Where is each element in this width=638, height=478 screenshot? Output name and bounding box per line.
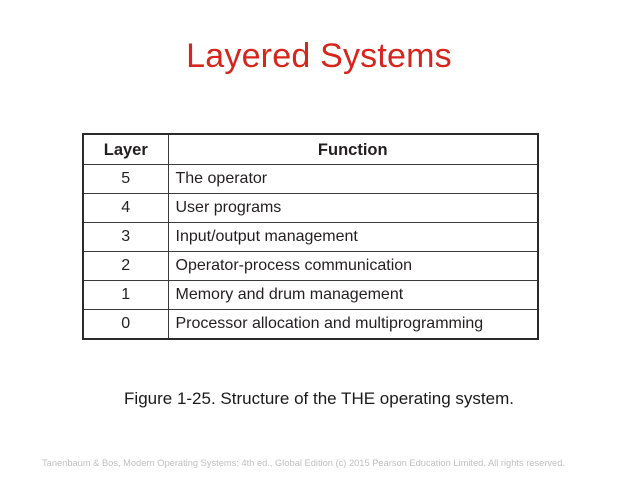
cell-layer: 4: [82, 193, 169, 223]
footer-copyright: Tanenbaum & Bos, Modern Operating System…: [42, 458, 565, 468]
cell-layer: 0: [82, 309, 169, 340]
figure-caption: Figure 1-25. Structure of the THE operat…: [124, 389, 514, 408]
cell-layer: 2: [82, 251, 169, 281]
table-header-row: Layer Function: [82, 133, 539, 165]
cell-layer: 1: [82, 280, 169, 310]
column-header-function: Function: [167, 133, 539, 165]
cell-function: Input/output management: [167, 222, 539, 252]
table-row: 5 The operator: [82, 164, 539, 194]
cell-function: Operator-process communication: [167, 251, 539, 281]
cell-function: User programs: [167, 193, 539, 223]
table-row: 1 Memory and drum management: [82, 280, 539, 310]
cell-function: Processor allocation and multiprogrammin…: [167, 309, 539, 340]
cell-function: The operator: [167, 164, 539, 194]
page-title: Layered Systems: [186, 37, 452, 75]
table-header: Layer Function: [82, 133, 539, 165]
table-row: 0 Processor allocation and multiprogramm…: [82, 309, 539, 340]
cell-function: Memory and drum management: [167, 280, 539, 310]
cell-layer: 5: [82, 164, 169, 194]
cell-layer: 3: [82, 222, 169, 252]
layer-table-container: Layer Function 5 The operator 4 User pro…: [82, 133, 539, 340]
column-header-layer: Layer: [82, 133, 169, 165]
table-row: 2 Operator-process communication: [82, 251, 539, 281]
table-row: 4 User programs: [82, 193, 539, 223]
layer-function-table: Layer Function 5 The operator 4 User pro…: [82, 133, 539, 340]
table-body: 5 The operator 4 User programs 3 Input/o…: [82, 164, 539, 340]
table-row: 3 Input/output management: [82, 222, 539, 252]
